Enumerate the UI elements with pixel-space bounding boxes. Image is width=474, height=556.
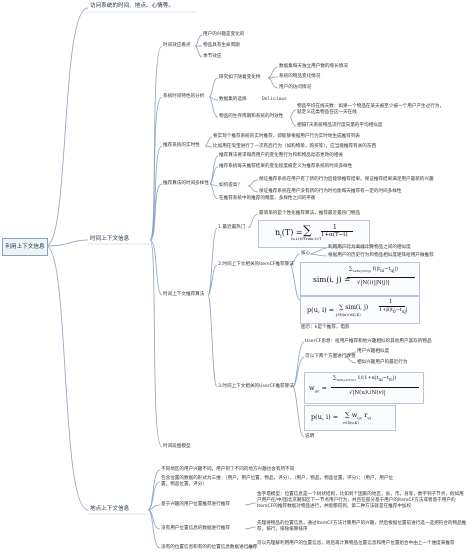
node-recent-hot[interactable]: 1.最近最热门 (218, 225, 246, 230)
node-recent-hot-desc[interactable]: 最简单的是个性化推荐算法，推荐最近最热门物品 (259, 211, 361, 216)
node-itemcf-core[interactable]: 核心 (301, 251, 311, 256)
node-usercf[interactable]: 3.时间上下文相关的UserCF推荐算法 (218, 384, 294, 389)
node-place-method-2-desc[interactable]: 先理将物品的位置信息，通过ItemCF方法计算用户的兴趣，然后根据位置前进行选一… (257, 521, 467, 532)
node-realtime-desc[interactable]: 要实现个推荐系统的实时推荐，即能够根据用户行为实时地生成推荐列表 (213, 134, 361, 139)
node-place-interest[interactable]: 不同地区的用户兴趣不同，用户到了不同的地方兴趣也会有所不同 (161, 467, 295, 472)
node-time-graph[interactable]: 时间段图模型 (163, 444, 191, 449)
branch-place-context[interactable]: 地点上下文信息 (90, 506, 130, 512)
node-place-method-3-desc[interactable]: 可以先理解利用用户的位置信息，则后再计算物品位置信息和用户位置组合中由上一个维度… (257, 541, 455, 546)
node-steady[interactable]: 研究如下随着变化特 (219, 75, 261, 80)
formula-box-hot: ni(T) = ∑ (u,i,t)∈Train,t<T 1 1+α(T−t) (258, 220, 370, 248)
node-itemcf-step[interactable]: 利用用户行为离线计算物品之间的相似度 (328, 245, 411, 250)
node-place-method-1-desc[interactable]: 金字塔模型：位置信息是一个树状结构，比如到个国家的地区，省，市，县等，数字到子节… (257, 492, 464, 509)
node-lifecycle-item[interactable]: 物品平均在线天数：如果一个物品在某天被至少被一个用户产生过行为，就定义这类物品在… (297, 104, 445, 115)
node-time-algorithms[interactable]: 时间上下文推荐算法 (163, 292, 205, 297)
node-diversity-desc[interactable]: 推荐系统每天推荐结果的变化程度被定义为推荐系统的时间多样性 (219, 164, 353, 169)
node-realtime-desc[interactable]: 比如用在淘宝进行了一次有后行为（如购物单，购买等），应当能推荐有关的东西 (213, 144, 377, 149)
node-lifecycle-item[interactable]: 相隔T天系统物品流行度向量的平均相似度 (297, 123, 383, 128)
node-place-method-3[interactable]: 没有的位置信息和有的的位置信息数据进行推荐 (161, 545, 258, 550)
node-feature-item[interactable]: 用户的兴趣是变化的 (203, 32, 245, 37)
node-place-data[interactable]: 包含位置的数据的形式为三维：（用户，用户位置，物品，评分），（用户，物品，物品位… (161, 476, 393, 487)
node-time-features[interactable]: 时间效应看点 (163, 43, 191, 48)
node-improve-item[interactable]: 保证推荐系统在用户有了新的行为后能够推荐结果。保证推荐结果满足用户最新的兴趣 (259, 177, 434, 182)
node-feature-item[interactable]: 物品具有生命周期 (203, 43, 240, 48)
node-steady-item[interactable]: 数据集每天独立用户数的增长情况 (279, 64, 348, 69)
node-usercf-note[interactable]: 说明 (305, 434, 315, 439)
node-feature-item[interactable]: 季节效应 (203, 54, 222, 59)
node-steady-item[interactable]: 系统的物品变化情况 (279, 74, 321, 79)
node-improve-item[interactable]: 保证推荐系统在用户没有新的行为时也能每天推荐有一定的时间多样性 (259, 189, 402, 194)
formula-box-itemcf-pred: p(u, i) = ∑ sim(i, j) j∈N(u)∩S(i,K) 1 1+… (300, 296, 420, 324)
node-time-analysis[interactable]: 系统时间特性的分析 (163, 94, 205, 99)
node-dataset-value[interactable]: Delicious (262, 97, 287, 102)
branch-time-context[interactable]: 时间上下文信息 (90, 236, 130, 242)
node-usercf-idea[interactable]: UserCF思想：给用户推荐和他兴趣相似的其他用户喜欢的物品 (305, 339, 432, 344)
node-steady-item[interactable]: 用户的访问情况 (279, 85, 312, 90)
formula-box-itemcf-sim: sim(i, j) = ∑u∈N(i)∩N(j) f(|tui−tuj|) √|… (300, 262, 420, 296)
node-itemcf-step[interactable]: 根据用户的历史行为和物品相似度矩阵给用户做推荐 (328, 253, 434, 258)
node-diversity-desc[interactable]: 推荐算法要求每周用户的变化整行为和和物品动态更改的相关 (219, 153, 344, 158)
node-realtime[interactable]: 推荐系统的实时性 (163, 143, 200, 148)
node-itemcf-note[interactable]: 图示：k是个推荐，电影 (301, 325, 350, 330)
node-usercf-item[interactable]: 相似兴趣用户的最近行为 (357, 360, 408, 365)
node-dataset[interactable]: 数据集的选择 (219, 97, 247, 102)
node-diversity[interactable]: 推荐算法的时间多样性 (163, 181, 209, 186)
formula-box-usercf-sim: wuv = ∑i∈N(u)∩N(v) 1/(1+α|tui−tvi|) √|N(… (304, 372, 424, 404)
root-node[interactable]: 利用上下文信息 (2, 238, 48, 256)
node-place-method-2[interactable]: 没有用户位置信息的数据进行推荐 (161, 526, 230, 531)
node-improve-question[interactable]: 如何提高？ (219, 183, 242, 188)
node-usercf-improve[interactable]: 可以下两个方面进行改善 (305, 354, 356, 359)
node-improve-balance[interactable]: 在推荐系统中的推荐的精度、多样性之间的平衡 (219, 196, 316, 201)
node-lifecycle[interactable]: 物品的生存周期和系统的时效性 (219, 114, 284, 119)
node-usercf-item[interactable]: 用户兴趣相似度 (357, 349, 390, 354)
node-itemcf[interactable]: 2.时间上下文相关的ItemCF推荐算法 (218, 262, 294, 267)
node-place-method-1[interactable]: 基于兴趣的用户位置推荐进行推荐 (161, 502, 230, 507)
formula-box-usercf-pred: p(u, i) = ∑ wuv rvi v∈S(u,K) (304, 405, 396, 431)
branch-context-intro[interactable]: 访问系统的时间、地点、心情等。 (90, 3, 174, 9)
